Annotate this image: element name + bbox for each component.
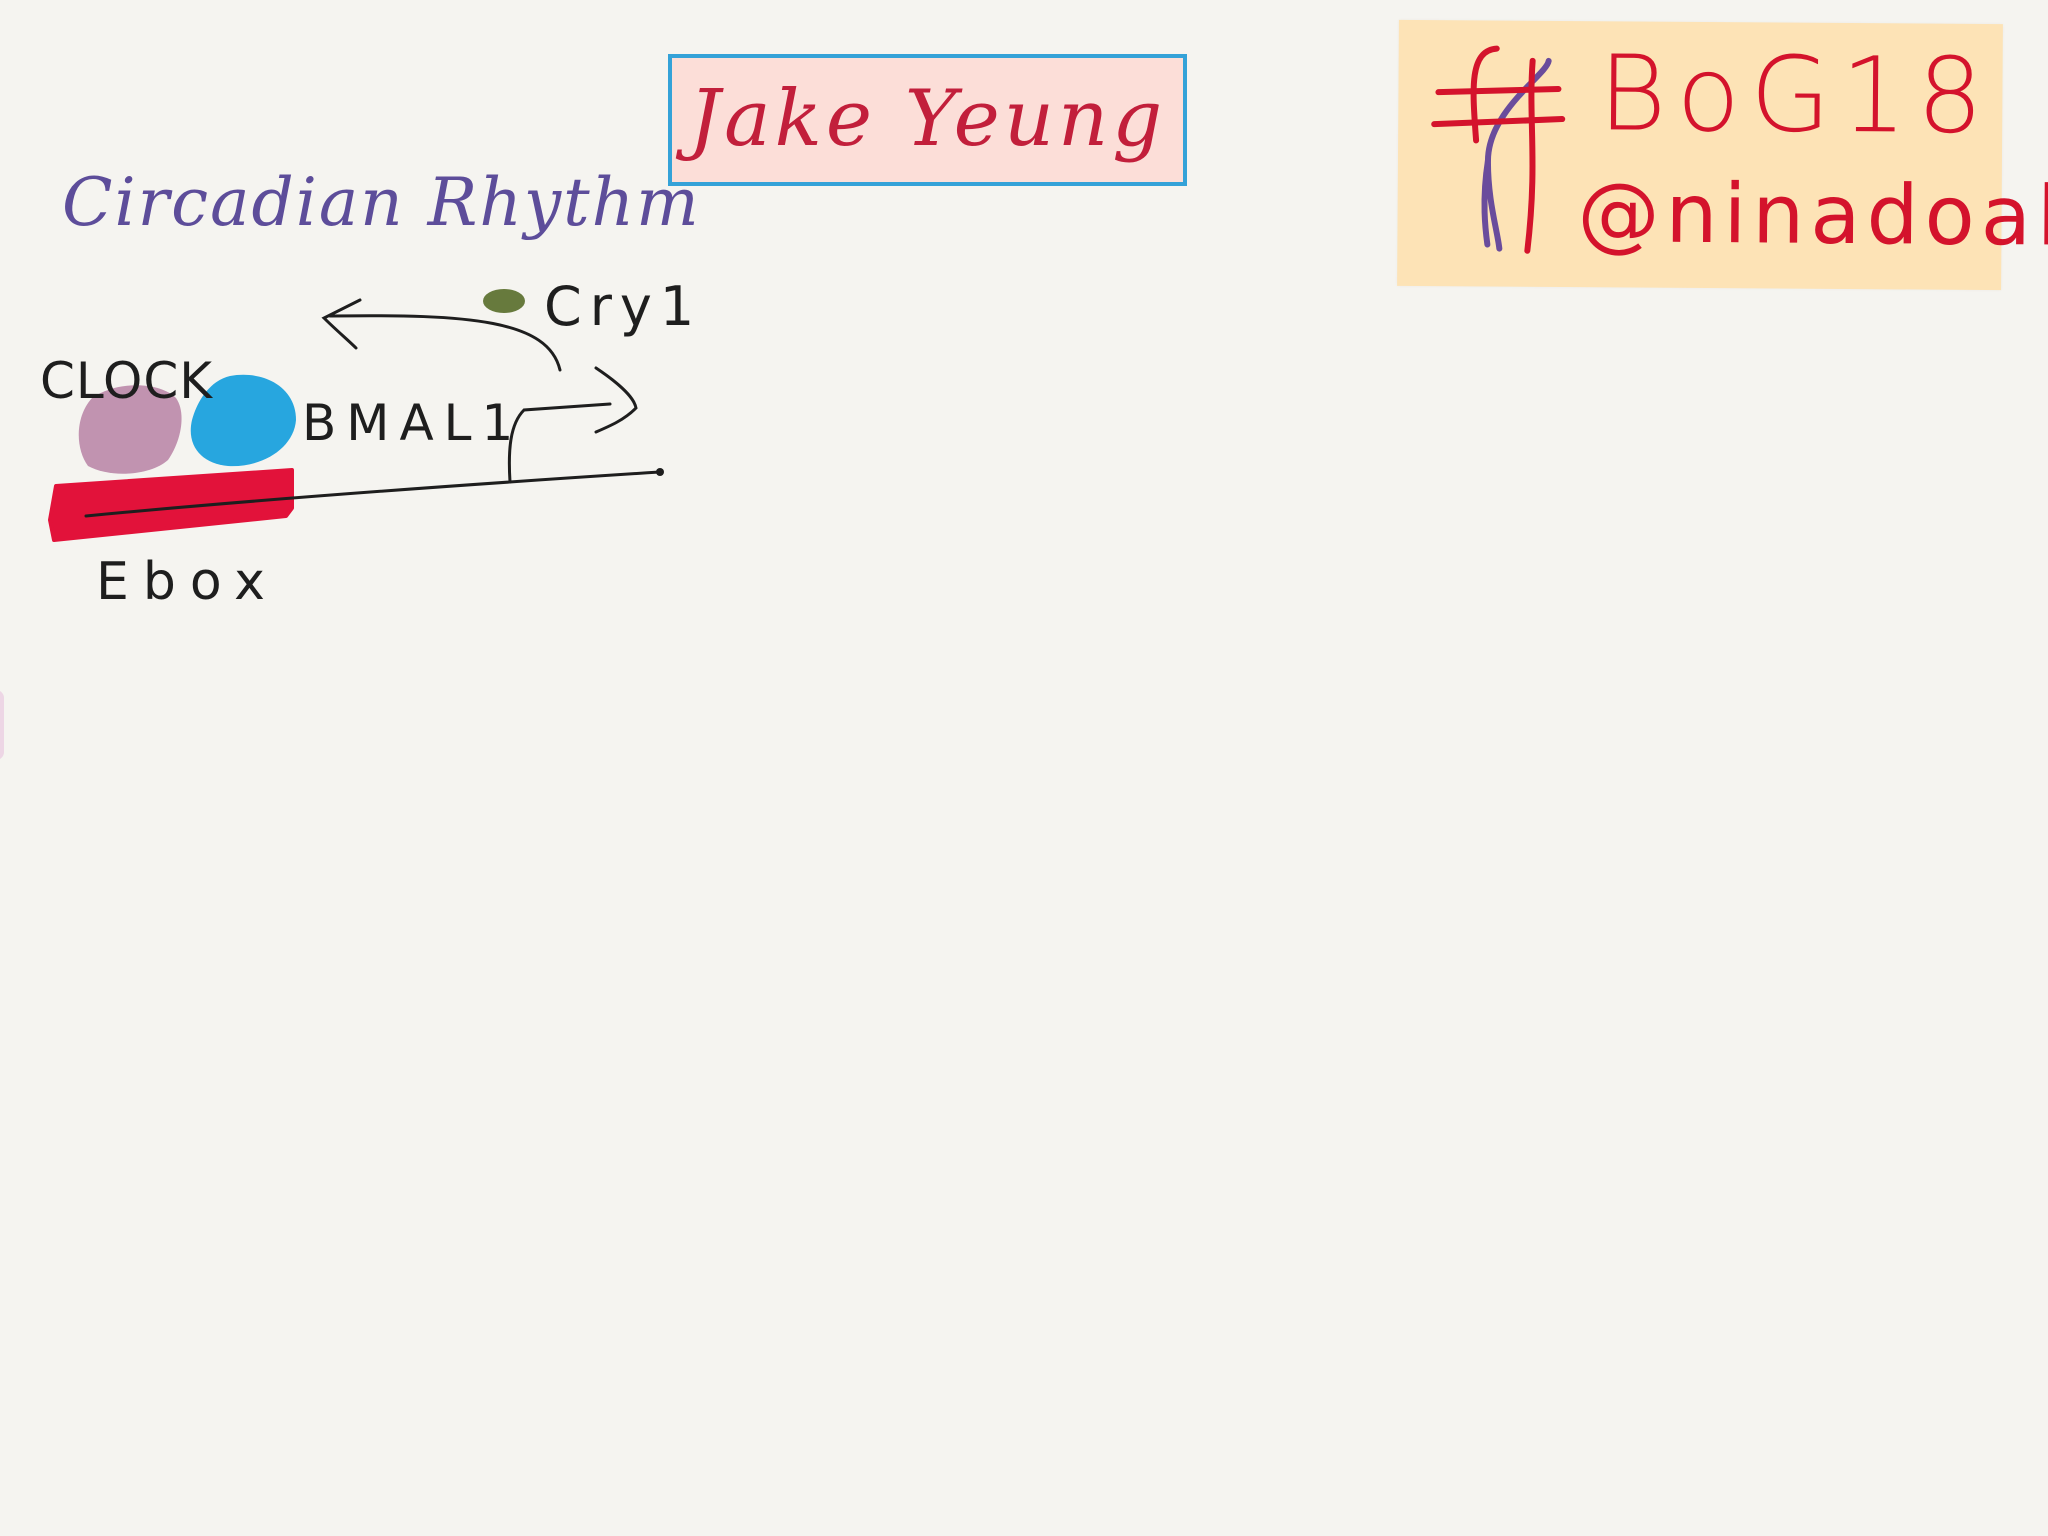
topic-title: Circadian Rhythm xyxy=(62,164,701,241)
ebox-label: Ebox xyxy=(96,552,279,612)
clock-protein-blob xyxy=(78,385,182,474)
speaker-name: Jake Yeung xyxy=(688,74,1167,164)
bmal1-protein-blob xyxy=(190,374,296,467)
transcription-start-arrow-icon xyxy=(507,366,638,484)
clock-label: CLOCK xyxy=(40,352,214,410)
hash-symbol-icon xyxy=(1431,45,1566,254)
cry1-protein-dot xyxy=(483,289,525,313)
edge-marker-stroke xyxy=(0,690,4,760)
bmal1-label: BMAL1 xyxy=(302,394,524,452)
ebox-bar xyxy=(48,468,294,542)
cry1-label: Cry1 xyxy=(544,275,703,338)
hashtag-sticky-note: BoG18 @ninadoak xyxy=(1397,19,2048,291)
dna-line-end xyxy=(656,468,664,476)
dna-line xyxy=(84,470,662,518)
speaker-name-box: Jake Yeung xyxy=(668,54,1187,186)
feedback-arrow-icon xyxy=(321,298,562,372)
